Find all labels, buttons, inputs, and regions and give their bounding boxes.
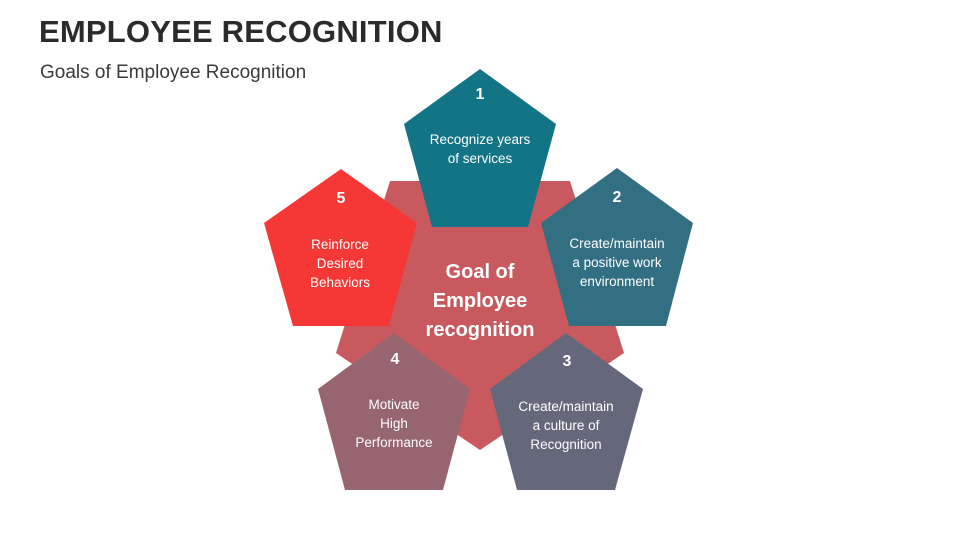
goal-label-line1: Motivate bbox=[368, 397, 419, 412]
goal-label-line3: Performance bbox=[355, 435, 432, 450]
pentagon-shape bbox=[264, 169, 417, 326]
goal-label-line1: Create/maintain bbox=[518, 399, 613, 414]
center-label-line3: recognition bbox=[426, 319, 535, 341]
goal-label-line3: Behaviors bbox=[310, 275, 370, 290]
goal-number: 2 bbox=[613, 189, 622, 206]
goal-label-line1: Create/maintain bbox=[569, 236, 664, 251]
goal-label-line1: Reinforce bbox=[311, 237, 369, 252]
goal-number: 5 bbox=[337, 190, 346, 207]
goal-label-line2: a culture of bbox=[533, 418, 600, 433]
goal-label-line1: Recognize years bbox=[430, 132, 531, 147]
goal-pentagon-3: 3 Create/maintain a culture of Recogniti… bbox=[490, 333, 643, 490]
pentagon-shape bbox=[541, 168, 693, 326]
goal-pentagon-1: 1 Recognize years of services bbox=[404, 69, 556, 227]
slide-title: EMPLOYEE RECOGNITION bbox=[39, 14, 443, 49]
goal-label-line2: of services bbox=[448, 151, 513, 166]
goal-number: 3 bbox=[563, 353, 572, 370]
pentagon-shape bbox=[404, 69, 556, 227]
goal-pentagon-5: 5 Reinforce Desired Behaviors bbox=[264, 169, 417, 326]
goal-label-line3: environment bbox=[580, 274, 655, 289]
goal-number: 4 bbox=[391, 351, 400, 368]
pentagon-shape bbox=[490, 333, 643, 490]
slide-subtitle: Goals of Employee Recognition bbox=[40, 62, 307, 83]
pentagon-shape bbox=[318, 333, 470, 490]
center-label-line1: Goal of bbox=[446, 261, 515, 283]
goal-label-line2: a positive work bbox=[572, 255, 662, 270]
goal-number: 1 bbox=[476, 86, 485, 103]
goal-pentagon-4: 4 Motivate High Performance bbox=[318, 333, 470, 490]
goal-label-line2: High bbox=[380, 416, 408, 431]
goal-label-line2: Desired bbox=[317, 256, 364, 271]
center-label-line2: Employee bbox=[433, 290, 527, 312]
goal-pentagon-2: 2 Create/maintain a positive work enviro… bbox=[541, 168, 693, 326]
goal-label-line3: Recognition bbox=[530, 437, 601, 452]
